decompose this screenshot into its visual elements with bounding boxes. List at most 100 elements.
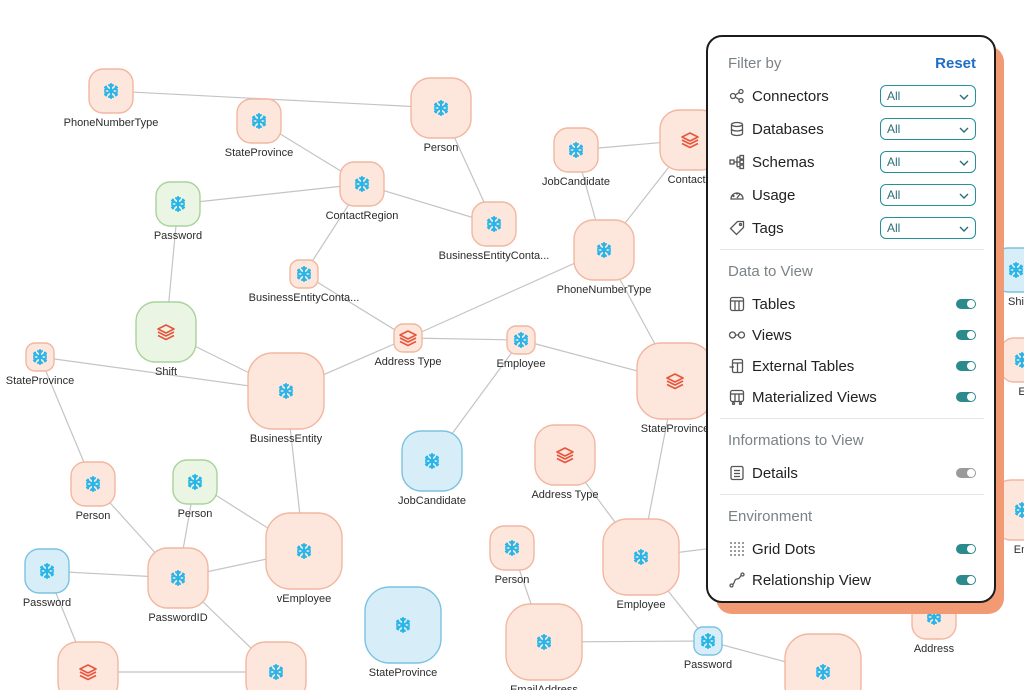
node-label: Person — [178, 508, 213, 520]
graph-node[interactable]: Person — [410, 77, 472, 154]
node-label: Shift — [155, 366, 177, 378]
tag-icon — [728, 219, 746, 237]
grid-dots-icon — [728, 540, 746, 558]
materialized-views-toggle[interactable] — [956, 392, 976, 402]
graph-node[interactable]: Person — [489, 525, 535, 586]
node-label: BusinessEntityConta... — [439, 250, 550, 262]
graph-node[interactable] — [57, 641, 119, 690]
tables-toggle[interactable] — [956, 299, 976, 309]
node-label: E — [1018, 386, 1024, 398]
filter-row-tags: Tags All — [728, 216, 976, 240]
node-box — [57, 641, 119, 690]
graph-node[interactable]: StateProvince — [636, 342, 714, 435]
graph-node[interactable]: Person — [172, 459, 218, 520]
external-table-icon — [728, 357, 746, 375]
node-box — [534, 424, 596, 486]
graph-node[interactable] — [245, 641, 307, 690]
informations-to-view-title: Informations to View — [728, 432, 864, 449]
grid-dots-toggle[interactable] — [956, 544, 976, 554]
node-label: JobCandidate — [542, 176, 610, 188]
graph-node[interactable]: PasswordID — [147, 547, 209, 624]
relationship-view-toggle[interactable] — [956, 575, 976, 585]
node-label: PhoneNumberType — [557, 284, 652, 296]
table-icon — [728, 295, 746, 313]
graph-edge — [303, 273, 409, 339]
graph-node[interactable]: ContactT — [659, 109, 721, 186]
graph-node[interactable]: JobCandidate — [398, 430, 466, 507]
external-tables-toggle[interactable] — [956, 361, 976, 371]
graph-node[interactable]: Password — [154, 181, 202, 242]
node-label: vEmployee — [277, 593, 331, 605]
details-toggle[interactable] — [956, 468, 976, 478]
graph-node[interactable]: PhoneNumberType — [64, 68, 159, 129]
env-row-relationship-view: Relationship View — [728, 568, 976, 592]
graph-node[interactable]: Password — [23, 548, 71, 609]
graph-node[interactable]: Employee — [602, 518, 680, 611]
node-label: Person — [76, 510, 111, 522]
select-value: All — [887, 89, 901, 103]
filter-by-title: Filter by — [728, 54, 782, 72]
data-to-view-title: Data to View — [728, 263, 813, 280]
env-label: Relationship View — [752, 571, 871, 589]
graph-node[interactable]: BusinessEntityConta... — [249, 259, 360, 304]
data-row-external-tables: External Tables — [728, 354, 976, 378]
graph-node[interactable]: Password — [684, 626, 732, 671]
environment-title: Environment — [728, 508, 813, 525]
materialized-view-icon — [728, 388, 746, 406]
divider — [720, 249, 984, 250]
data-label: Tables — [752, 295, 796, 313]
graph-node[interactable]: JobCandidate — [542, 127, 610, 188]
graph-edge — [110, 90, 442, 109]
connectors-select[interactable]: All — [880, 85, 976, 107]
graph-node[interactable]: StateProvince — [6, 342, 74, 387]
filter-row-schemas: Schemas All — [728, 150, 976, 174]
data-label: External Tables — [752, 357, 855, 375]
graph-node[interactable]: EmailAddress — [505, 603, 583, 690]
chevron-down-icon — [959, 155, 969, 169]
data-label: Materialized Views — [752, 388, 877, 406]
graph-node[interactable]: StateProvince — [225, 98, 293, 159]
node-label: PhoneNumberType — [64, 117, 159, 129]
graph-node[interactable]: Person — [70, 461, 116, 522]
glasses-icon — [728, 326, 746, 344]
node-box — [393, 323, 423, 353]
node-box — [784, 633, 862, 690]
schemas-select[interactable]: All — [880, 151, 976, 173]
node-label: PasswordID — [148, 612, 207, 624]
select-value: All — [887, 122, 901, 136]
filter-label: Usage — [752, 186, 796, 204]
graph-node[interactable]: StateProvince — [364, 586, 442, 679]
info-label: Details — [752, 464, 798, 482]
node-label: Address — [914, 643, 955, 655]
graph-node[interactable]: BusinessEntityConta... — [439, 201, 550, 262]
usage-select[interactable]: All — [880, 184, 976, 206]
filter-label: Databases — [752, 120, 824, 138]
node-label: Password — [684, 659, 732, 671]
graph-node[interactable]: Shift — [135, 301, 197, 378]
info-row-details: Details — [728, 461, 976, 485]
graph-node[interactable]: BusinessEntity — [247, 352, 325, 445]
graph-node[interactable]: PhoneNumberType — [557, 219, 652, 296]
node-label: BusinessEntityConta... — [249, 292, 360, 304]
graph-edge — [177, 183, 363, 205]
graph-node[interactable]: Employee — [497, 325, 546, 370]
reset-button[interactable]: Reset — [935, 54, 976, 72]
node-label: StateProvince — [641, 423, 709, 435]
node-label: StateProvince — [6, 375, 74, 387]
node-label: Person — [495, 574, 530, 586]
data-label: Views — [752, 326, 792, 344]
node-label: Person — [424, 142, 459, 154]
views-toggle[interactable] — [956, 330, 976, 340]
graph-node[interactable]: Address Type — [374, 323, 442, 368]
databases-select[interactable]: All — [880, 118, 976, 140]
graph-node[interactable]: ContactRegion — [326, 161, 399, 222]
tags-select[interactable]: All — [880, 217, 976, 239]
data-row-tables: Tables — [728, 292, 976, 316]
node-label: Password — [154, 230, 202, 242]
select-value: All — [887, 188, 901, 202]
graph-node[interactable] — [784, 633, 862, 690]
node-label: Password — [23, 597, 71, 609]
graph-node[interactable]: vEmployee — [265, 512, 343, 605]
graph-node[interactable]: Address Type — [531, 424, 599, 501]
